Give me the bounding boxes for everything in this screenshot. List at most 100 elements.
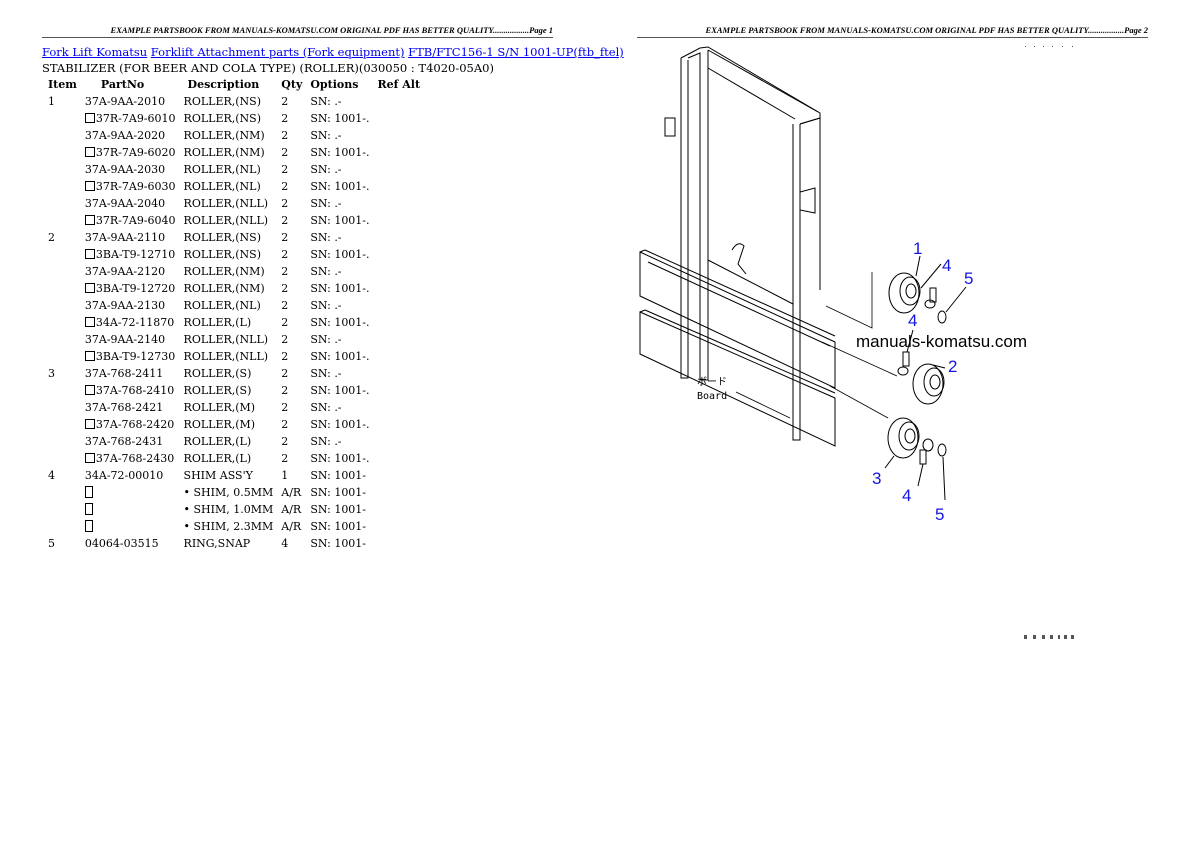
cell-qty: 2 [281,384,289,397]
checkbox-icon [84,351,95,361]
cell-qty: 2 [281,231,289,244]
cell-options: SN: .- [310,333,342,346]
partno-text: 37A-768-2431 [84,435,164,448]
cell-options: SN: .- [310,299,342,312]
partno-text: 37R-7A9-6010 [95,112,176,125]
cell-partno: 3BA-T9-12730 [81,348,180,365]
shims-and-rings [884,255,967,501]
cell-options: SN: .- [310,401,342,414]
cell-item: 4 [48,469,55,482]
cell-item: 1 [48,95,55,108]
cell-partno: 37A-9AA-2140 [81,331,180,348]
cell-partno: 37A-9AA-2030 [81,161,180,178]
cell-qty: 2 [281,146,289,159]
cell-qty: 2 [281,180,289,193]
cell-partno: 37A-768-2421 [81,399,180,416]
page-header: EXAMPLE PARTSBOOK FROM MANUALS-KOMATSU.C… [42,25,553,38]
cell-partno: 37A-9AA-2040 [81,195,180,212]
callout-3: 3 [872,469,881,488]
roller-2 [912,363,945,405]
breadcrumb-link-category[interactable]: Forklift Attachment parts (Fork equipmen… [150,45,405,59]
leader-lines [735,272,898,419]
cell-partno: 37R-7A9-6010 [81,110,180,127]
cell-partno [81,484,180,501]
cell-description: ROLLER,(L) [183,452,252,465]
cell-qty: 2 [281,112,289,125]
column-header-qty: Qty [281,78,303,91]
checkbox-icon [84,419,95,429]
partno-text: 37A-9AA-2040 [84,197,166,210]
cell-description: ROLLER,(NL) [183,299,261,312]
table-row: 37A-768-2420 ROLLER,(M) 2 SN: 1001-. [42,416,424,433]
checkbox-icon [84,283,95,293]
cell-description: ROLLER,(NS) [183,231,261,244]
board-label-jp: ボード [697,376,727,388]
cell-qty: 2 [281,265,289,278]
cell-qty: 2 [281,299,289,312]
cell-options: SN: 1001-. [310,350,370,363]
cell-description: ROLLER,(M) [183,418,256,431]
watermark: manuals-komatsu.com [856,332,1027,351]
column-header-description: Description [187,78,260,91]
partno-text: 37A-9AA-2020 [84,129,166,142]
partno-text: 37A-9AA-2110 [84,231,166,244]
cell-options: SN: 1001-. [310,452,370,465]
cell-qty: 1 [281,469,289,482]
checkbox-icon [84,249,95,259]
checkbox-icon [84,215,95,225]
partno-text: 34A-72-00010 [84,469,164,482]
board-lower [639,309,836,447]
cell-description: ROLLER,(NL) [183,163,261,176]
cell-partno: 37R-7A9-6040 [81,212,180,229]
breadcrumb: Fork Lift Komatsu Forklift Attachment pa… [42,45,624,59]
cell-qty: 2 [281,418,289,431]
cell-partno: 37A-768-2411 [81,365,180,382]
partno-text: 37A-9AA-2130 [84,299,166,312]
cell-description: SHIM ASS'Y [183,469,253,482]
cell-options: SN: 1001-. [310,418,370,431]
cell-qty: 2 [281,163,289,176]
cell-partno: 3BA-T9-12720 [81,280,180,297]
callout-4-bottom: 4 [902,486,911,505]
cell-description: ROLLER,(NLL) [183,214,269,227]
checkbox-icon [84,519,93,532]
cell-item: 3 [48,367,55,380]
callout-5-bottom: 5 [935,505,944,524]
partno-text: 37A-9AA-2010 [84,95,166,108]
partno-text: 37A-768-2420 [95,418,175,431]
checkbox-icon [84,453,95,463]
cell-options: SN: 1001-. [310,112,370,125]
page-header-2: EXAMPLE PARTSBOOK FROM MANUALS-KOMATSU.C… [637,25,1148,38]
roller-1 [888,272,921,314]
cell-options: SN: 1001-. [310,180,370,193]
cell-description: ROLLER,(NM) [183,129,265,142]
cell-partno [81,518,180,535]
cell-qty: 2 [281,401,289,414]
callout-4-mid: 4 [908,311,917,330]
breadcrumb-link-model[interactable]: FTB/FTC156-1 S/N 1001-UP(ftb_ftel) [408,45,624,59]
cell-qty: 2 [281,214,289,227]
cell-item: 2 [48,231,55,244]
cell-partno: 37A-768-2410 [81,382,180,399]
cell-partno: 37A-768-2431 [81,433,180,450]
board-upper [639,249,836,389]
cell-options: SN: 1001- [310,469,367,482]
partno-text: 37A-768-2430 [95,452,175,465]
partno-text: 37R-7A9-6020 [95,146,176,159]
cell-description: ROLLER,(NM) [183,146,265,159]
cell-partno: 3BA-T9-12710 [81,246,180,263]
breadcrumb-link-brand[interactable]: Fork Lift Komatsu [42,45,148,59]
